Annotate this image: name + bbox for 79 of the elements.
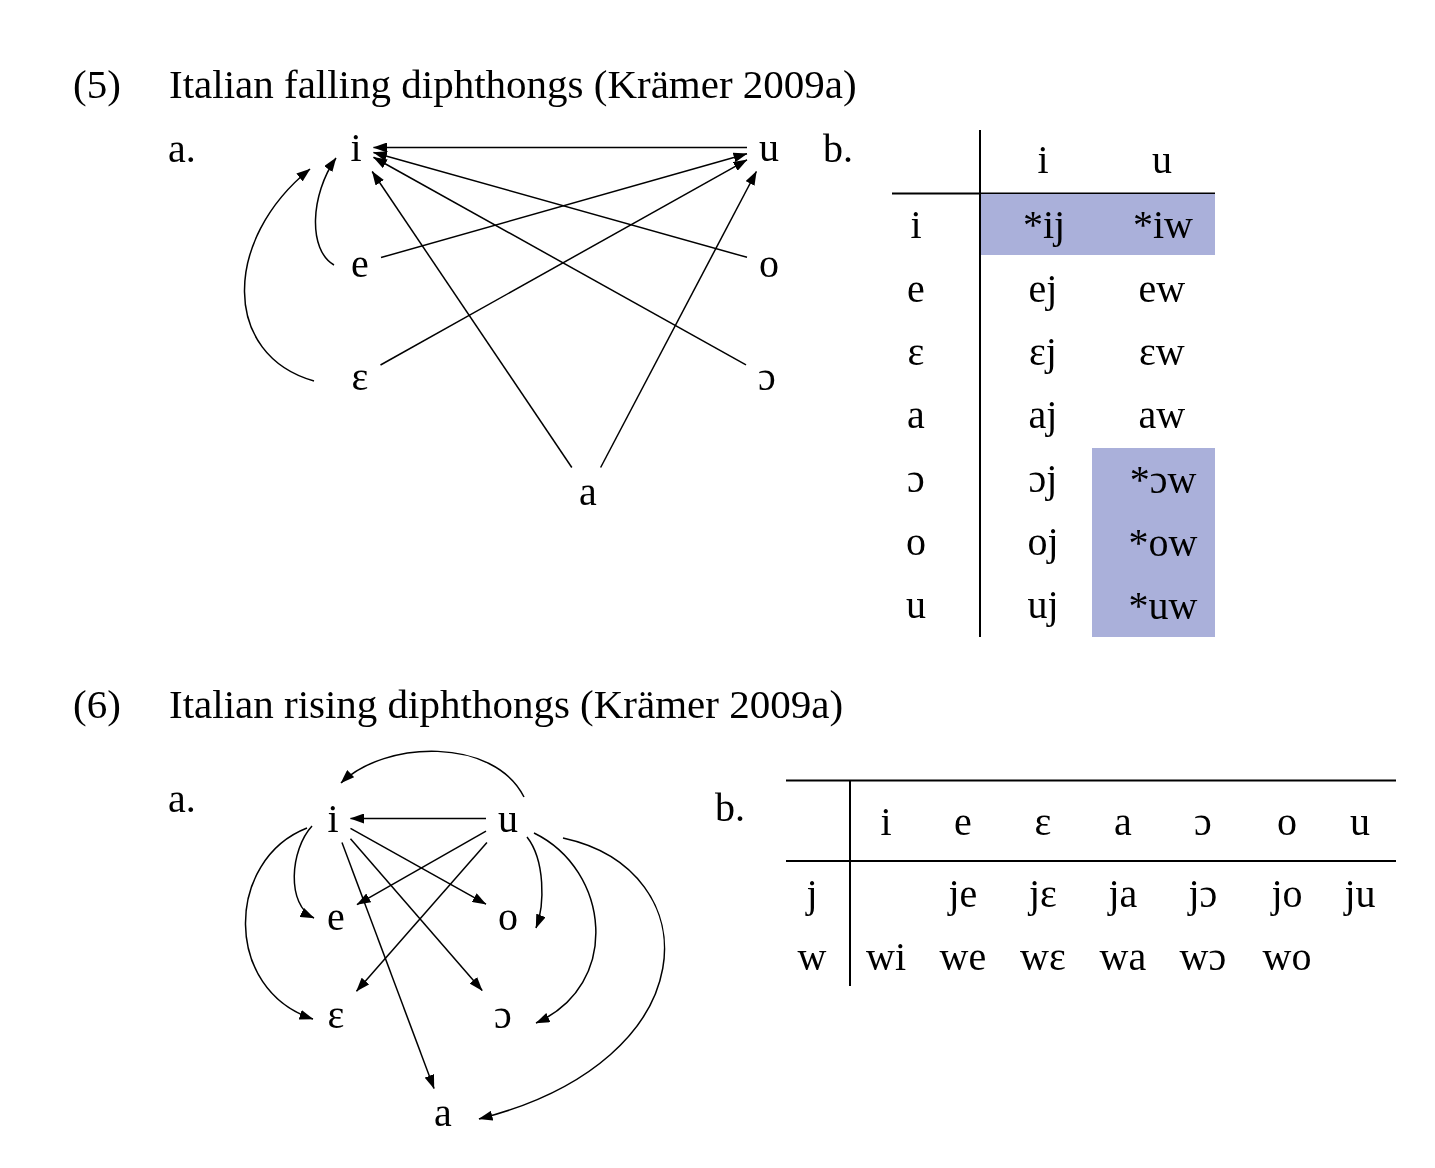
panel-letter: a. [168, 125, 196, 172]
example-title: Italian falling diphthongs (Krämer 2009a) [169, 60, 857, 109]
column-heading: i [1037, 136, 1049, 183]
column-heading: u [1152, 136, 1172, 183]
arrow [372, 142, 748, 153]
table-entry: aj [1028, 391, 1058, 438]
vowel-label: ɛ [351, 358, 369, 395]
panel-letter: a. [168, 775, 196, 822]
highlighted-entry: *ij [981, 194, 1092, 255]
column-heading: i [880, 798, 892, 845]
table-entry: jɛ [1029, 870, 1057, 917]
row-heading: o [906, 518, 926, 565]
row-heading: i [910, 201, 922, 248]
table-entry: wi [866, 933, 906, 980]
example-title: Italian rising diphthongs (Krämer 2009a) [169, 680, 844, 729]
table-entry: wo [1262, 933, 1312, 980]
arrow [478, 837, 665, 1120]
vowel-label: ɔ [494, 996, 512, 1033]
vowel-label: i [327, 800, 339, 837]
table-entry: ew [1138, 265, 1186, 312]
arrow [533, 832, 597, 1024]
row-heading: ɔ [907, 455, 925, 502]
column-heading: u [1350, 798, 1370, 845]
vowel-label: o [498, 898, 518, 935]
panel-letter: b. [715, 784, 745, 831]
vowel-label: ɔ [758, 358, 776, 395]
row-heading: w [797, 933, 827, 980]
arrow [349, 813, 487, 824]
vowel-label: e [327, 898, 345, 935]
table-entry: ɛj [1029, 328, 1057, 375]
table-entry: wɔ [1179, 933, 1227, 980]
example-number: (5) [73, 60, 121, 109]
vowel-label: ɛ [327, 996, 345, 1033]
table-entry: jo [1271, 870, 1303, 917]
vowel-label: a [434, 1094, 452, 1131]
highlighted-entry: *uw [1092, 574, 1215, 637]
table-entry: oj [1027, 518, 1059, 565]
table-entry: wɛ [1020, 933, 1066, 980]
arrow [243, 168, 315, 382]
table-entry: ej [1028, 265, 1058, 312]
table-entry: wa [1099, 933, 1147, 980]
table-entry: ju [1344, 870, 1376, 917]
vowel-label: i [350, 129, 362, 166]
arrow [599, 170, 758, 469]
row-heading: e [907, 265, 925, 312]
arrow [244, 827, 314, 1020]
row-heading: a [907, 391, 925, 438]
table-entry: ɔj [1028, 455, 1058, 502]
highlighted-entry: *iw [1092, 194, 1215, 255]
row-heading: u [906, 581, 926, 628]
vowel-label: u [759, 129, 779, 166]
row-heading: ɛ [907, 328, 925, 375]
vowel-label: u [498, 800, 518, 837]
vowel-label: e [351, 245, 369, 282]
table-entry: je [948, 870, 978, 917]
arrow [293, 825, 315, 919]
table-entry: ɛw [1139, 328, 1185, 375]
column-heading: a [1114, 798, 1132, 845]
table-entry: jɔ [1188, 870, 1218, 917]
arrow [371, 170, 573, 469]
table-entry: uj [1027, 581, 1059, 628]
column-heading: ɛ [1034, 798, 1052, 845]
vowel-label: a [579, 473, 597, 510]
column-heading: ɔ [1194, 798, 1212, 845]
example-number: (6) [73, 680, 121, 729]
table-entry: aw [1138, 391, 1186, 438]
row-heading: j [806, 870, 818, 917]
highlighted-entry: *ɔw [1092, 448, 1215, 511]
column-heading: e [954, 798, 972, 845]
highlighted-entry: *ow [1092, 511, 1215, 574]
arrow [526, 836, 545, 929]
table-entry: we [939, 933, 987, 980]
column-heading: o [1277, 798, 1297, 845]
table-entry: ja [1108, 870, 1138, 917]
arrow [314, 157, 337, 266]
vowel-label: o [759, 245, 779, 282]
panel-letter: b. [823, 125, 853, 172]
arrow [341, 841, 435, 1090]
arrow [340, 750, 525, 798]
